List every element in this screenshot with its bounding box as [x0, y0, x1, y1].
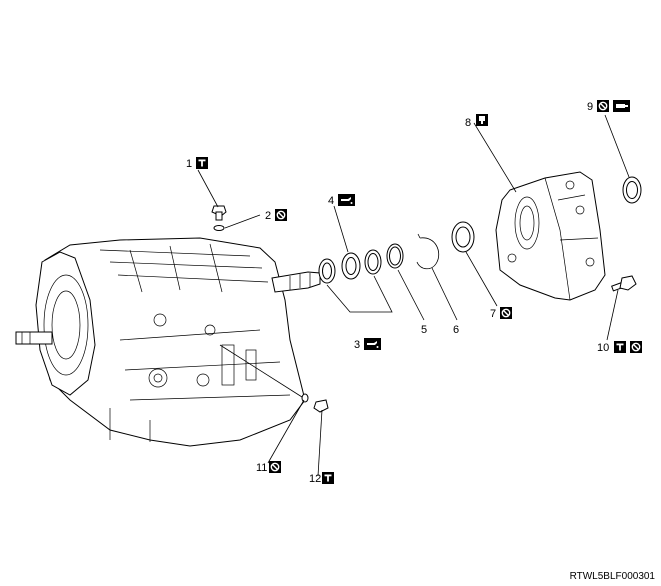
callout-number: 10 — [597, 342, 609, 354]
part-3-washers — [318, 249, 382, 284]
callout-number: 5 — [421, 324, 427, 336]
callout-6: 6 — [453, 324, 459, 336]
callout-number: 1 — [186, 158, 192, 170]
callout-3: 3 — [354, 338, 381, 351]
part-7-oil-seal — [451, 221, 475, 253]
torque-icon — [322, 472, 334, 484]
part-6-snap-ring — [416, 237, 440, 270]
oil-icon — [364, 338, 381, 350]
part-2-gasket — [213, 225, 225, 231]
grease-icon — [613, 100, 630, 112]
part-11-o-ring — [301, 393, 309, 403]
callout-number: 12 — [309, 473, 321, 485]
callout-number: 9 — [587, 101, 593, 113]
part-9-oil-seal — [622, 176, 642, 204]
callout-number: 6 — [453, 324, 459, 336]
leader-lines — [197, 114, 630, 477]
oil-icon — [338, 194, 355, 206]
callout-number: 8 — [465, 117, 471, 129]
part-4-bearing — [341, 252, 361, 280]
part-8-extension-housing — [495, 171, 606, 301]
callout-12: 12 — [309, 472, 334, 485]
document-code: RTWL5BLF000301 — [569, 571, 655, 582]
no-reuse-icon — [274, 208, 288, 222]
callout-number: 11 — [256, 462, 267, 474]
torque-icon — [196, 157, 208, 169]
callout-7: 7 — [490, 306, 513, 320]
callout-number: 3 — [354, 339, 360, 351]
no-reuse-icon — [629, 340, 643, 354]
callout-5: 5 — [421, 324, 427, 336]
part-5-ring — [386, 243, 404, 269]
callout-11: 11 — [256, 460, 282, 474]
no-reuse-icon — [499, 306, 513, 320]
callout-8: 8 — [465, 114, 488, 129]
callout-2: 2 — [265, 208, 288, 222]
torque-icon — [614, 341, 626, 353]
no-reuse-icon — [596, 99, 610, 113]
part-1-bolt — [211, 205, 227, 221]
part-12-plug — [313, 399, 329, 413]
part-10-bolt — [611, 275, 637, 292]
callout-number: 2 — [265, 210, 271, 222]
callout-9: 9 — [587, 99, 630, 113]
callout-4: 4 — [328, 194, 355, 207]
sealant-icon — [476, 114, 488, 126]
callout-10: 10 — [597, 340, 643, 354]
callout-number: 4 — [328, 195, 334, 207]
no-reuse-icon — [268, 460, 282, 474]
callout-number: 7 — [490, 308, 496, 320]
callout-1: 1 — [186, 157, 208, 170]
transmission-assembly — [15, 237, 321, 447]
